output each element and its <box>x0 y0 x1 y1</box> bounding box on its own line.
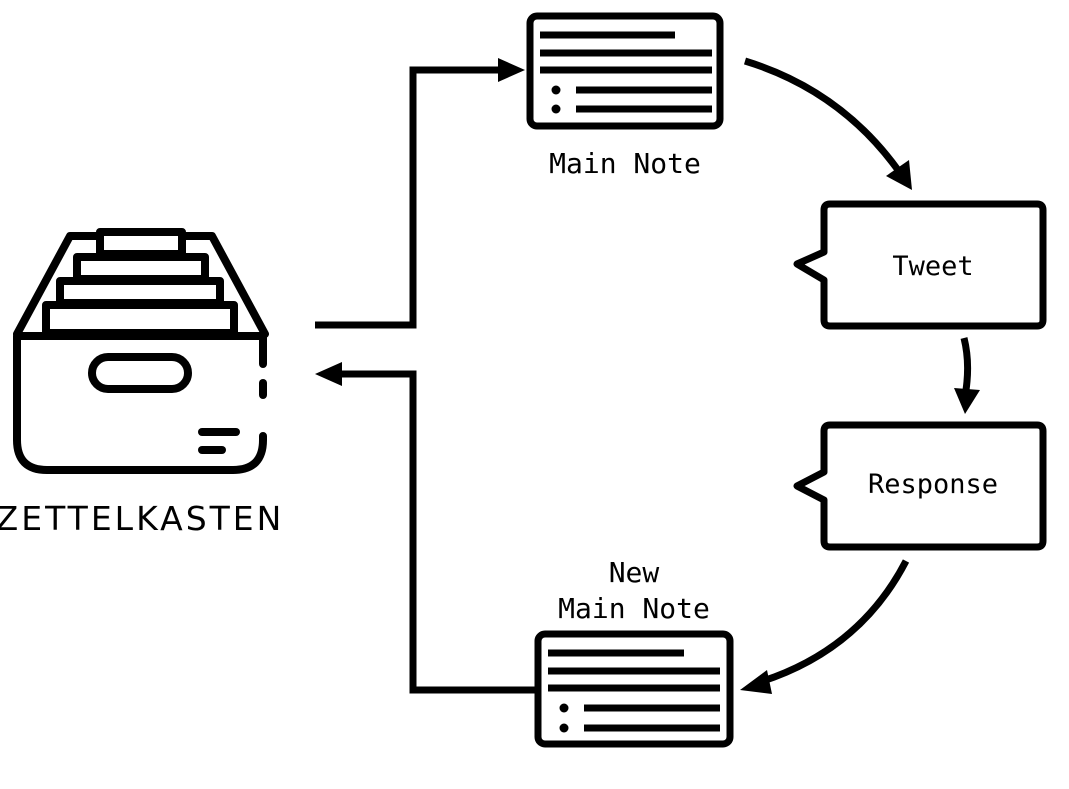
new-main-note-label-line1: New <box>609 556 660 589</box>
main-note-card <box>526 12 724 130</box>
main-note-label: Main Note <box>549 147 701 180</box>
arrowhead-icon <box>740 670 772 694</box>
tweet-label: Tweet <box>892 251 973 282</box>
edge-zettelkasten-to-main-note <box>315 58 525 329</box>
arrowhead-icon <box>886 160 912 190</box>
edge-main-note-to-tweet <box>743 57 912 190</box>
arrowhead-icon <box>315 362 342 386</box>
edge-response-to-new-main-note <box>740 559 910 694</box>
edge-tweet-to-response <box>954 337 980 414</box>
edge-new-main-note-to-zettelkasten <box>315 362 538 694</box>
tweet-bubble <box>793 200 1047 330</box>
arrowhead-icon <box>498 58 525 82</box>
card-file-box-icon <box>13 228 269 474</box>
response-label: Response <box>868 469 998 500</box>
new-main-note-label-line2: Main Note <box>558 592 710 625</box>
arrowhead-icon <box>954 388 980 414</box>
new-main-note-card <box>534 630 734 748</box>
response-bubble <box>793 421 1047 551</box>
zettelkasten-label: ZETTELKASTEN <box>0 499 284 538</box>
